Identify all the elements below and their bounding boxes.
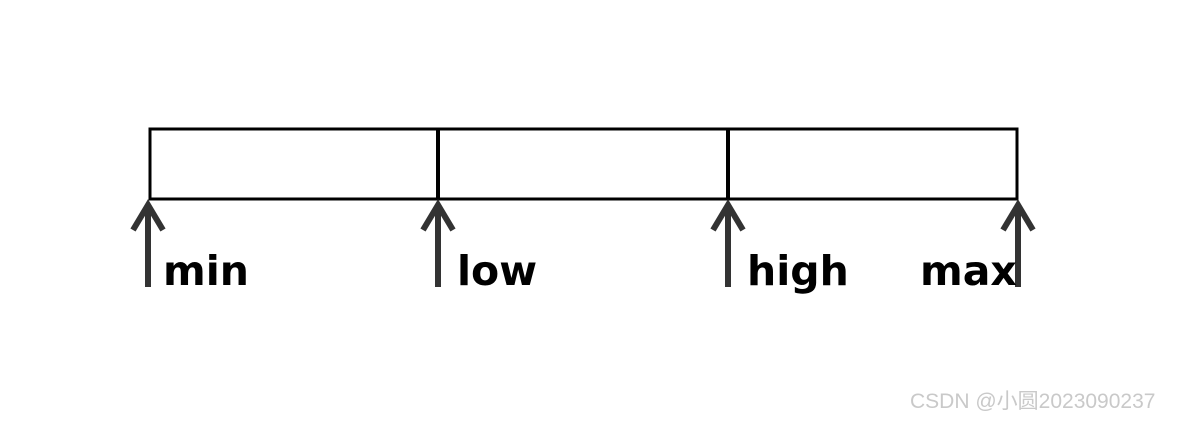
arrow-up-icon-min — [130, 199, 166, 287]
watermark-text: CSDN @小圆2023090237 — [910, 390, 1156, 413]
arrow-up-icon-high — [710, 199, 746, 287]
label-max: max — [920, 247, 1017, 295]
label-low: low — [457, 247, 538, 295]
range-bar-outline — [148, 127, 1019, 201]
range-bar — [148, 127, 1019, 201]
arrow-up-icon-max — [1000, 199, 1036, 287]
arrow-up-icon-low — [420, 199, 456, 287]
label-min: min — [163, 247, 249, 295]
label-high: high — [747, 247, 849, 295]
